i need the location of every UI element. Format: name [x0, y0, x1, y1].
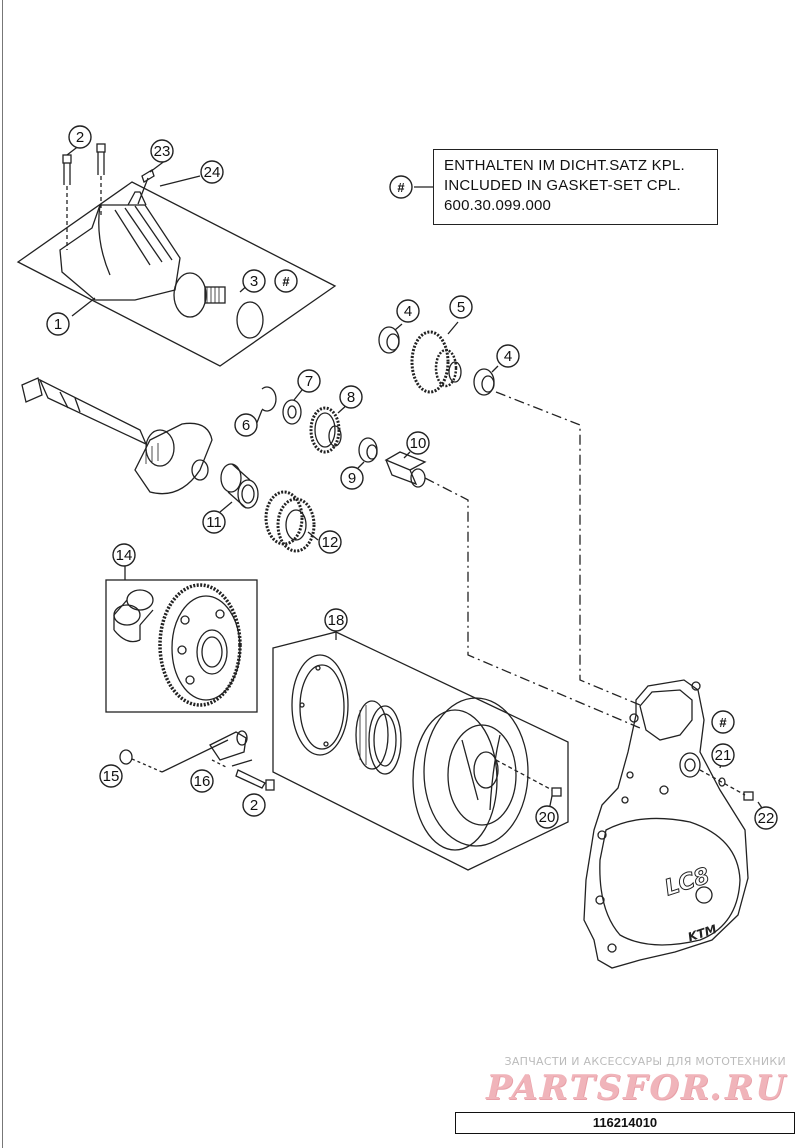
callout-22: 22	[754, 806, 778, 830]
svg-text:#: #	[719, 715, 727, 730]
gear-8	[309, 403, 349, 454]
needle-ring	[355, 700, 402, 775]
guide-16	[209, 730, 253, 769]
note-line-de: ENTHALTEN IM DICHT.SATZ KPL.	[444, 157, 685, 174]
generator-cover	[583, 679, 763, 969]
rotor-group	[272, 631, 569, 871]
callout-5: 5	[449, 295, 473, 319]
svg-text:4: 4	[504, 348, 512, 365]
shim-7	[282, 389, 303, 425]
svg-text:14: 14	[116, 547, 133, 564]
svg-text:1: 1	[54, 316, 62, 333]
retaining-ring-6	[255, 386, 277, 426]
bolt-2-left	[62, 154, 72, 250]
starter-motor-group	[16, 143, 337, 367]
o-ring-3	[236, 301, 264, 339]
callout-15: 15	[99, 764, 123, 788]
idler-gear-5	[410, 321, 462, 394]
svg-text:23: 23	[154, 143, 171, 160]
rotor-flywheel	[412, 697, 529, 851]
svg-text:21: 21	[715, 747, 732, 764]
svg-text:2: 2	[76, 129, 84, 146]
callout-11: 11	[202, 510, 226, 534]
svg-text:2: 2	[250, 797, 258, 814]
callout-2-lower: 2	[242, 793, 266, 817]
callout-14: 14	[112, 543, 136, 567]
svg-text:#: #	[397, 180, 405, 195]
svg-text:#: #	[282, 274, 290, 289]
bearing-4-right	[473, 365, 499, 396]
callout-4-right: 4	[496, 344, 520, 368]
callout-7: 7	[297, 369, 321, 393]
callout-6: 6	[234, 413, 258, 437]
cover-sub-text: KTM	[686, 922, 718, 944]
bolt-15	[119, 739, 229, 773]
callout-20: 20	[535, 805, 559, 829]
watermark-caption: ЗАПЧАСТИ И АКСЕССУАРЫ ДЛЯ МОТОТЕХНИКИ	[504, 1055, 786, 1068]
assembly-line-pin	[424, 477, 641, 729]
note-hash-marker: #	[389, 175, 413, 199]
cover-brand-text: LC8	[662, 864, 713, 902]
starter-motor-body	[59, 191, 226, 318]
callout-12: 12	[318, 530, 342, 554]
svg-text:9: 9	[348, 470, 356, 487]
svg-text:15: 15	[103, 768, 120, 785]
bearing-9	[357, 437, 378, 469]
callout-9: 9	[340, 466, 364, 490]
drawing-number: 116214010	[455, 1112, 795, 1134]
gasket-ring	[291, 654, 349, 756]
bolt-2-right	[96, 143, 106, 215]
page-frame-line	[2, 0, 3, 1148]
callout-2-top: 2	[68, 125, 92, 149]
freewheel-group-box	[105, 579, 258, 713]
callout-1: 1	[46, 312, 70, 336]
svg-text:18: 18	[328, 612, 345, 629]
callout-3: 3	[242, 269, 266, 293]
callout-23: 23	[150, 139, 174, 163]
svg-text:22: 22	[758, 810, 775, 827]
svg-text:8: 8	[347, 389, 355, 406]
callout-10: 10	[406, 431, 430, 455]
note-part-number: 600.30.099.000	[444, 197, 552, 214]
svg-text:3: 3	[250, 273, 258, 290]
svg-text:20: 20	[539, 809, 556, 826]
bearing-4-left	[378, 323, 403, 354]
watermark: ЗАПЧАСТИ И АКСЕССУАРЫ ДЛЯ МОТОТЕХНИКИ PA…	[482, 1055, 791, 1108]
freewheel-group	[105, 566, 258, 713]
gasket-set-note: ENTHALTEN IM DICHT.SATZ KPL. INCLUDED IN…	[433, 149, 718, 225]
pin-10	[384, 451, 427, 488]
starter-shaft	[21, 377, 213, 495]
screw-23	[141, 169, 155, 183]
callout-3-hash: #	[274, 269, 298, 293]
rotor-group-box	[272, 631, 569, 871]
needle-bearing-11	[219, 463, 259, 513]
svg-text:24: 24	[204, 164, 221, 181]
callout-8: 8	[339, 385, 363, 409]
svg-text:11: 11	[206, 514, 222, 531]
svg-text:4: 4	[404, 303, 412, 320]
callout-16: 16	[190, 769, 214, 793]
svg-text:12: 12	[322, 534, 339, 551]
watermark-brand: PARTSFOR.RU	[481, 1068, 792, 1108]
svg-text:7: 7	[305, 373, 313, 390]
bushing-14	[113, 589, 154, 643]
assembly-line-idler	[495, 391, 641, 706]
svg-text:10: 10	[410, 435, 427, 452]
starter-motor-outline-box	[16, 181, 337, 367]
callout-4-left: 4	[396, 299, 420, 323]
callout-21: 21	[711, 743, 735, 767]
note-line-en: INCLUDED IN GASKET-SET CPL.	[444, 177, 681, 194]
callout-18: 18	[324, 608, 348, 632]
bolt-2-lower	[235, 769, 275, 791]
gear-12	[264, 490, 319, 553]
svg-text:16: 16	[194, 773, 211, 790]
callout-24: 24	[200, 160, 224, 184]
callout-21-hash: #	[711, 710, 735, 734]
svg-text:6: 6	[242, 417, 250, 434]
svg-text:5: 5	[457, 299, 465, 316]
freewheel-gear	[158, 583, 242, 707]
